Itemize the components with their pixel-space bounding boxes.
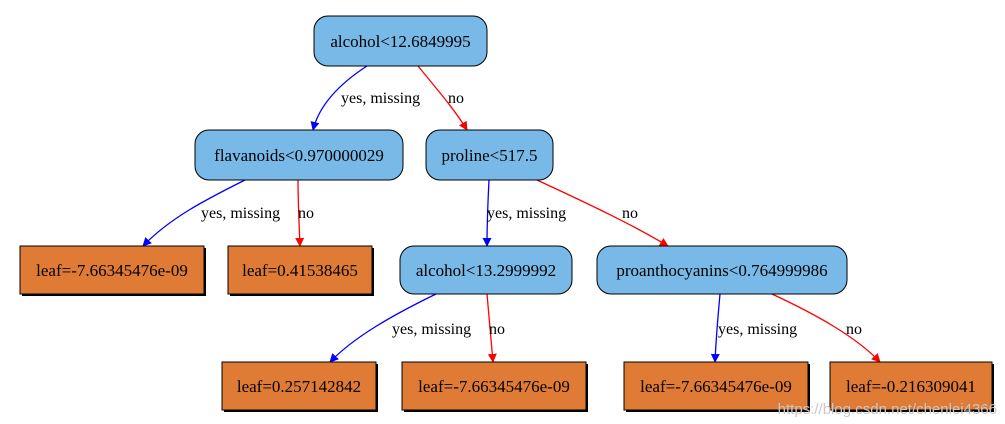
edge-no-n6-n10 xyxy=(771,293,881,363)
edge-label-n5-n8: no xyxy=(489,321,505,338)
node-label: leaf=-0.216309041 xyxy=(846,377,976,396)
edge-no-n5-n8 xyxy=(486,293,497,363)
decision-box xyxy=(194,129,404,181)
leaf-box xyxy=(401,361,587,411)
edge-label-n2-n6: no xyxy=(622,205,638,222)
decision-node: proline<517.5 xyxy=(425,129,554,181)
node-label: alcohol<13.2999992 xyxy=(416,261,556,280)
edge-label-n2-n5: yes, missing xyxy=(487,205,566,222)
leaf-node: leaf=-7.66345476e-09 xyxy=(623,361,810,412)
leaf-box xyxy=(221,361,377,411)
decision-node: flavanoids<0.970000029 xyxy=(194,129,404,181)
node-label: leaf=-7.66345476e-09 xyxy=(418,377,570,396)
leaf-box xyxy=(227,245,373,295)
leaf-node: leaf=-7.66345476e-09 xyxy=(401,361,588,412)
edge-label-n1-n4: no xyxy=(298,205,314,222)
decision-node: proanthocyanins<0.764999986 xyxy=(596,245,848,295)
edges-layer: yes, missing no yes, missing no yes, missing… xyxy=(142,65,881,363)
edge-label-n6-n9: yes, missing xyxy=(718,321,797,338)
decision-box xyxy=(596,245,848,295)
edge-yes-n1-n3 xyxy=(142,179,246,247)
watermark: https://blog.csdn.net/chenlei4366 xyxy=(777,401,997,418)
edge-label-n0-n1: yes, missing xyxy=(341,90,420,107)
edge-label-n5-n7: yes, missing xyxy=(392,321,471,338)
decision-node: alcohol<13.2999992 xyxy=(399,245,573,295)
edge-no-n1-n4 xyxy=(295,179,305,247)
nodes-layer: alcohol<12.6849995 flavanoids<0.970000029… xyxy=(19,15,994,412)
leaf-node: leaf=0.41538465 xyxy=(227,245,374,296)
node-label: alcohol<12.6849995 xyxy=(330,32,470,51)
node-label: leaf=0.257142842 xyxy=(237,377,361,396)
node-label: proanthocyanins<0.764999986 xyxy=(616,261,827,280)
node-label: leaf=-7.66345476e-09 xyxy=(36,261,188,280)
node-label: proline<517.5 xyxy=(442,146,538,165)
decision-node: alcohol<12.6849995 xyxy=(313,15,488,67)
edge-no-n0-n2 xyxy=(417,65,468,131)
leaf-node: leaf=0.257142842 xyxy=(221,361,378,412)
edge-yes-n5-n7 xyxy=(329,293,437,363)
edge-yes-n0-n1 xyxy=(310,65,368,131)
leaf-node: leaf=-0.216309041 xyxy=(829,361,994,412)
leaf-box xyxy=(623,361,809,411)
decision-box xyxy=(313,15,488,67)
decision-box xyxy=(399,245,573,295)
decision-box xyxy=(425,129,554,181)
edge-no-n2-n6 xyxy=(536,179,669,247)
leaf-box xyxy=(19,245,205,295)
edge-label-n6-n10: no xyxy=(846,321,862,338)
node-label: flavanoids<0.970000029 xyxy=(214,146,384,165)
leaf-box xyxy=(829,361,993,411)
leaf-node: leaf=-7.66345476e-09 xyxy=(19,245,206,296)
edge-label-n1-n3: yes, missing xyxy=(201,205,280,222)
edge-yes-n6-n9 xyxy=(710,293,721,363)
node-label: leaf=0.41538465 xyxy=(242,261,358,280)
edge-yes-n2-n5 xyxy=(482,179,492,247)
edge-label-n0-n2: no xyxy=(448,90,464,107)
node-label: leaf=-7.66345476e-09 xyxy=(640,377,792,396)
